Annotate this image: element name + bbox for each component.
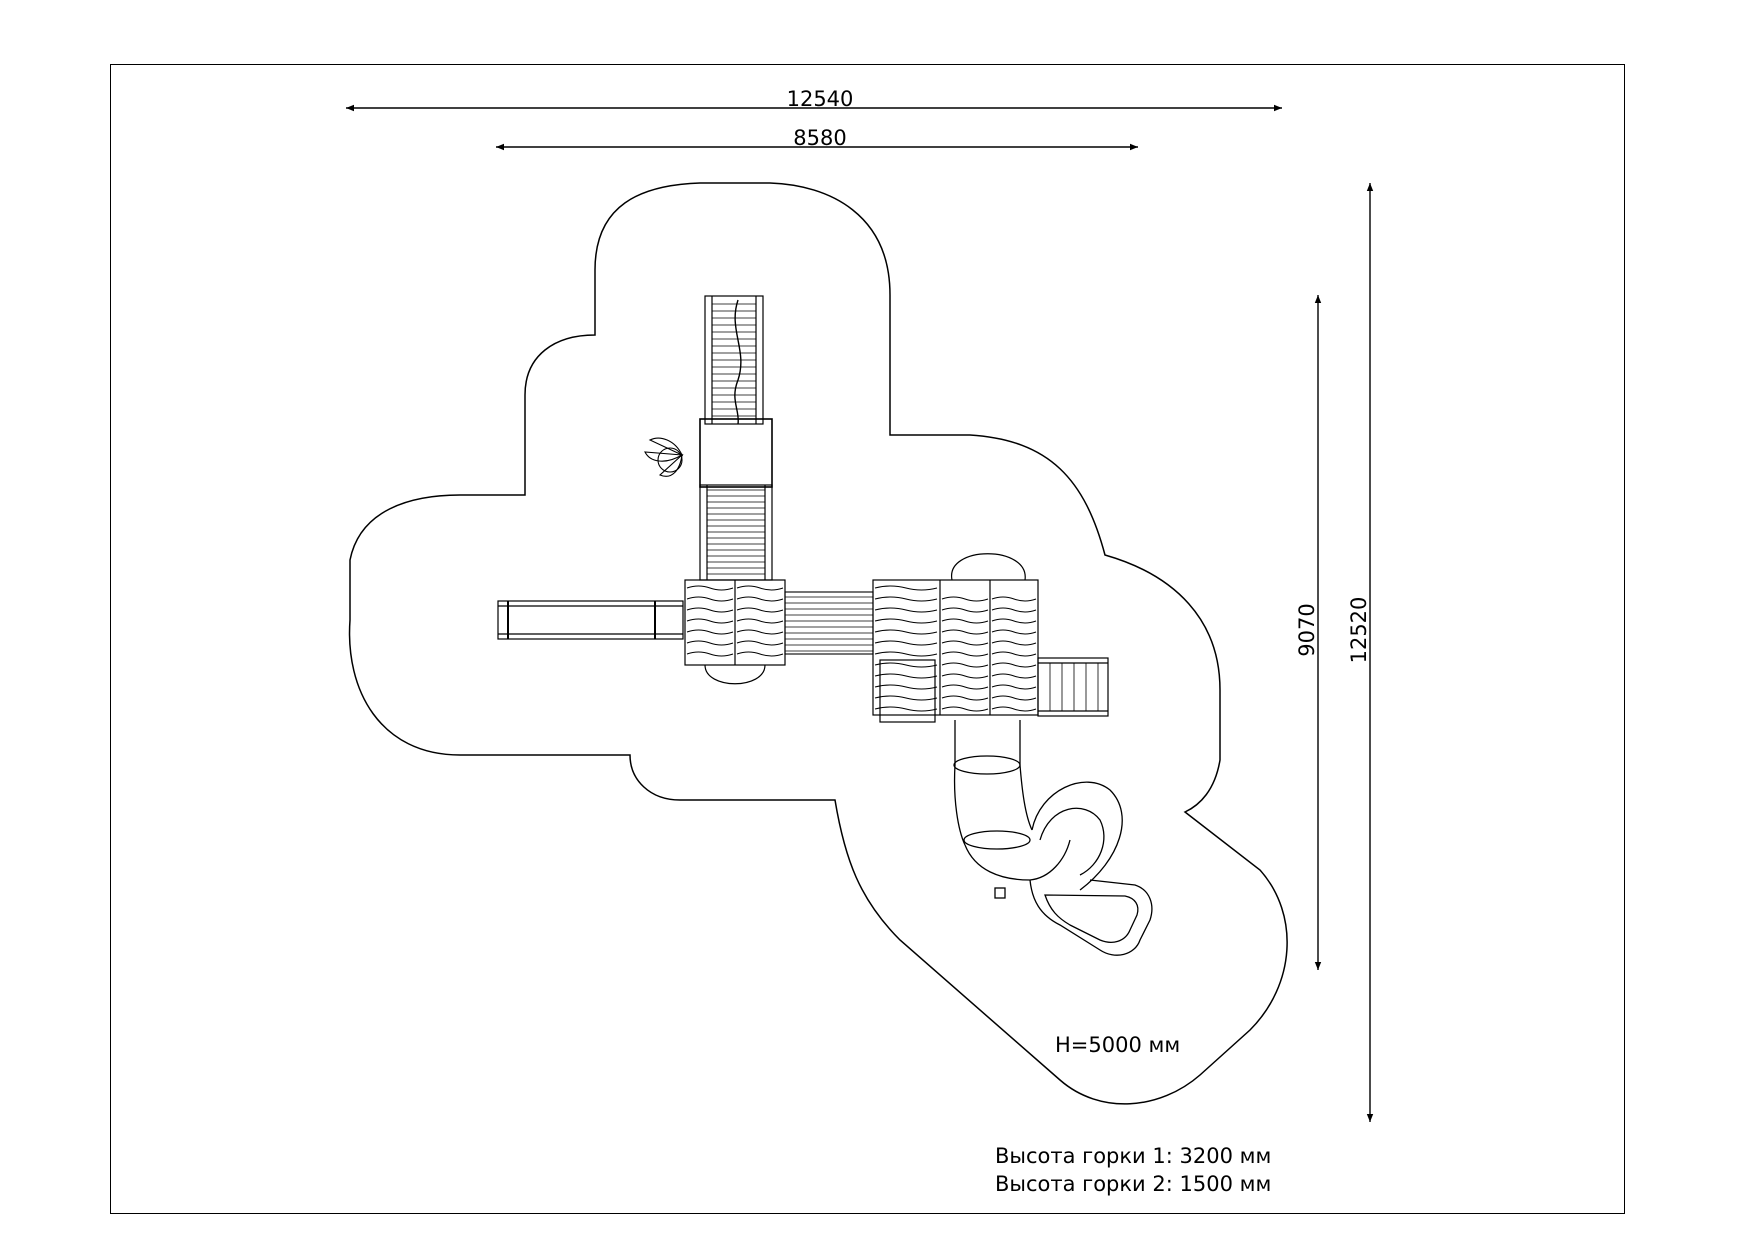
roof-block-left	[684, 579, 786, 685]
slide-left	[497, 600, 684, 640]
stair-right	[1037, 657, 1109, 717]
fan-element	[644, 437, 684, 477]
dim-overall-depth: 12520	[1347, 597, 1371, 664]
roof-tiles	[874, 585, 1037, 712]
height-label: H=5000 мм	[1055, 1033, 1181, 1057]
drawing-frame	[110, 64, 1625, 1214]
dim-overall-width: 12540	[787, 87, 854, 111]
dimension-lines	[346, 104, 1374, 1122]
safety-zone-outline	[348, 182, 1288, 1105]
tube-slide	[953, 720, 1153, 956]
ladder-steps	[707, 303, 765, 575]
slide2-height-note: Высота горки 2: 1500 мм	[995, 1172, 1272, 1196]
dim-equipment-depth: 9070	[1295, 603, 1319, 656]
roof-tiles	[686, 585, 784, 657]
dim-equipment-width: 8580	[793, 126, 846, 150]
bridge-planks	[785, 596, 873, 652]
slide1-height-note: Высота горки 1: 3200 мм	[995, 1144, 1272, 1168]
stair-steps	[1049, 663, 1099, 711]
roof-block-right	[872, 553, 1039, 723]
